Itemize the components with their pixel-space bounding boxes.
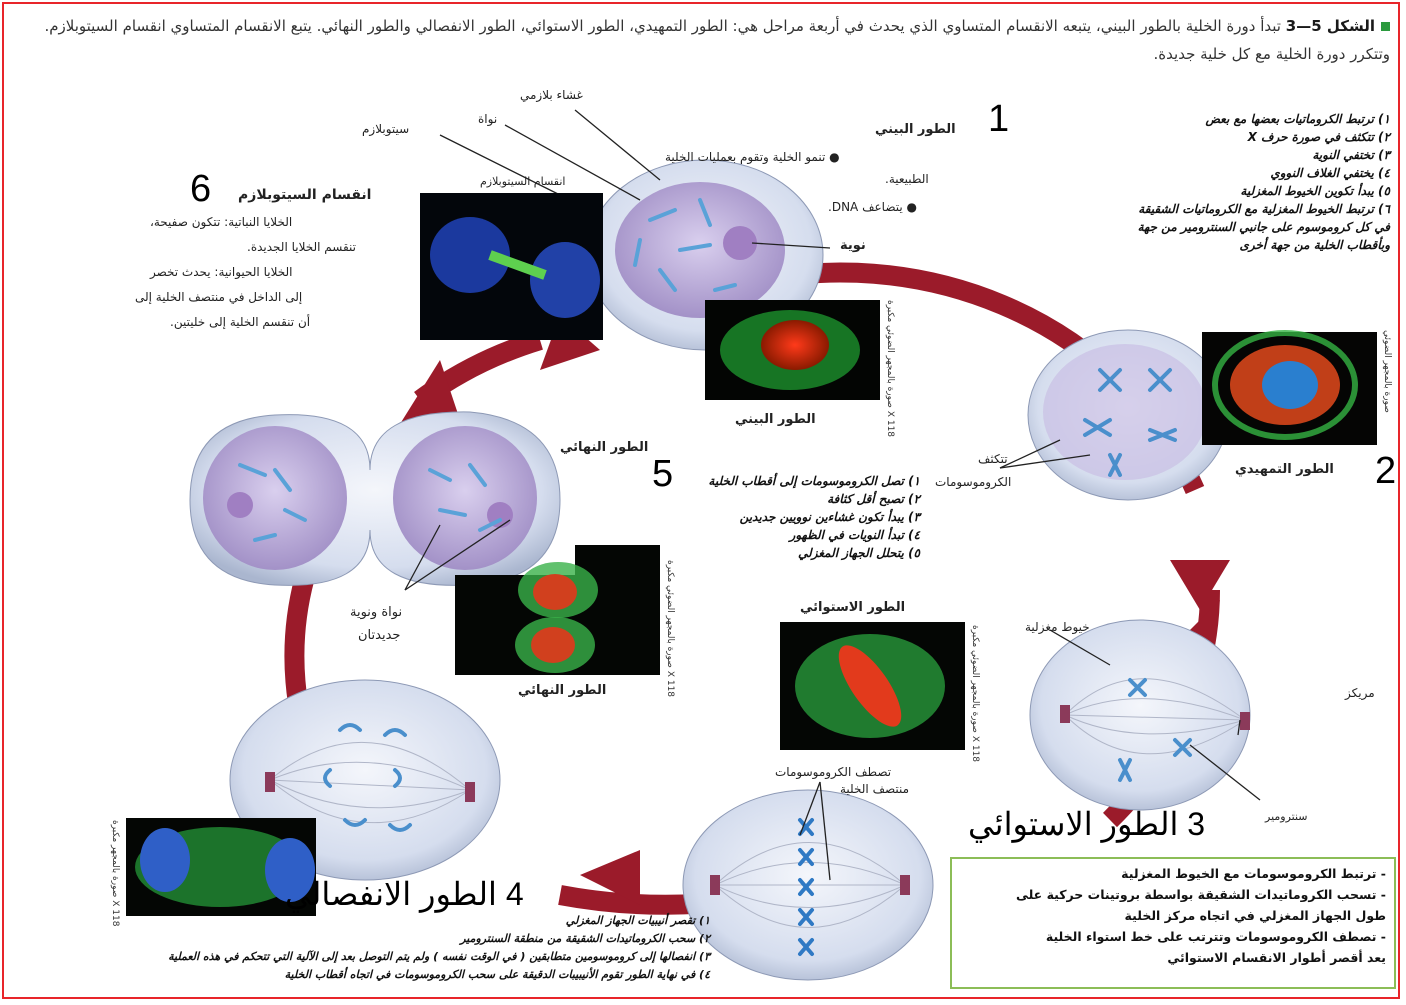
prophase-photo-art [1202,332,1377,445]
telophase-photo-label: الطور النهائي [518,683,606,698]
metaphase-cell-right [1030,620,1250,810]
cytokinesis-photo-art [420,193,603,340]
cytoplasm-label: سيتوبلازم [362,122,409,136]
new-nuclei-label-2: جديدتان [358,628,400,643]
stage-number-1: 1 [988,98,1009,141]
stage-number-6: 6 [190,168,211,211]
interphase-bullet-1: ● تنمو الخلية وتقوم بعمليات الخلية [665,150,840,164]
anaphase-big-label: 4 الطور الانفصالي [285,875,524,913]
telophase-photo-credit: صورة بالمجهر الضوئي مكبرة X 118 [665,560,675,670]
nucleolus-label: نوية [840,238,866,253]
anaphase-note: ٢) سحب الكروماتيدات الشقيقة من منطقة الس… [20,930,710,948]
metaphase-info-box: - ترتبط الكروموسومات مع الخيوط المغزلية … [950,857,1396,989]
interphase-photo-label: الطور البيني [735,412,816,427]
metaphase-cell-bottom [683,790,933,980]
anaphase-photo-credit: صورة بالمجهر مكبرة X 118 [110,820,120,915]
telophase-note: ٤) تبدأ النويات في الظهور [680,526,920,544]
prophase-note: وبأقطاب الخلية من جهة أخرى [1060,236,1390,254]
prophase-note: ٦) ترتبط الخيوط المغزلية مع الكروماتيات … [1060,200,1390,218]
metaphase-big-label: 3 الطور الاستوائي [968,805,1205,843]
metaphase-box-line: - تسحب الكروماتيدات الشقيقة بواسطة بروتي… [960,884,1386,905]
stage-number-5: 5 [652,453,673,496]
telophase-note: ٣) يبدأ تكون غشاءين نوويين جديدين [680,508,920,526]
telophase-note: ٥) يتحلل الجهاز المغزلي [680,544,920,562]
telophase-title: الطور النهائي [560,440,648,455]
telophase-notes: ١) تصل الكروموسومات إلى أقطاب الخلية ٢) … [680,472,920,562]
metaphase-title: الطور الاستوائي [800,600,905,615]
telophase-cell [190,412,560,585]
prophase-note: ٣) تختفي النوية [1060,146,1390,164]
interphase-bullet-2: ● يتضاعف DNA. [828,200,917,214]
stage-number-2: 2 [1375,450,1396,493]
interphase-bullet-1b: الطبيعية. [885,172,929,186]
centromere-label: سنترومير [1265,810,1308,823]
cytokinesis-line-3: الخلايا الحيوانية: يحدث تخصر [150,265,292,279]
nucleus-label: نواة [478,112,497,126]
prophase-note: في كل كروموسوم على جانبي السنترومير من ج… [1060,218,1390,236]
telophase-note: ١) تصل الكروموسومات إلى أقطاب الخلية [680,472,920,490]
cytokinesis-photo-label: انقسام السيتوبلازم [480,175,565,188]
spindle-fibers-label: خيوط مغزلية [1025,620,1090,634]
metaphase-box-line: - ترتبط الكروموسومات مع الخيوط المغزلية [960,863,1386,884]
cytokinesis-line-2: تنقسم الخلايا الجديدة. [247,240,356,254]
prophase-photo-credit: صورة بالمجهر الضوئي [1382,330,1392,440]
metaphase-photo-credit: صورة بالمجهر الضوئي مكبرة X 118 [970,625,980,745]
prophase-cell [1028,330,1228,500]
metaphase-box-line: - تصطف الكروموسومات وتترتب على خط استواء… [960,926,1386,947]
align-label-1: تصطف الكروموسومات [775,765,891,779]
plasma-membrane-label: غشاء بلازمي [520,88,583,102]
prophase-title: الطور التمهيدي [1235,462,1334,477]
prophase-note: ٢) تتكثف في صورة حرف X [1060,128,1390,146]
interphase-photo-art [705,300,880,400]
cytokinesis-line-5: أن تنقسم الخلية إلى خليتين. [170,315,310,329]
interphase-photo-credit: صورة بالمجهر الضوئي مكبرة X 118 [885,300,895,400]
condense-label-2: الكروموسومات [935,475,1011,489]
telophase-note: ٢) تصبح أقل كثافة [680,490,920,508]
metaphase-photo-art [780,622,965,750]
prophase-note: ٤) يختفي الغلاف النووي [1060,164,1390,182]
metaphase-box-line: يعد أقصر أطوار الانقسام الاستوائي [960,947,1386,968]
new-nuclei-label-1: نواة ونوية [350,605,402,620]
anaphase-note: ٣) انفصالها إلى كروموسومين متطابقين ( في… [20,948,710,966]
prophase-note: ١) ترتبط الكروماتيات بعضها مع بعض [1060,110,1390,128]
metaphase-box-line: طول الجهاز المغزلي في اتجاه مركز الخلية [960,905,1386,926]
align-label-2: منتصف الخلية [840,782,909,796]
anaphase-note: ٤) في نهاية الطور تقوم الأنيبيبات الدقيق… [20,966,710,984]
cytokinesis-title: انقسام السيتوبلازم [238,187,372,203]
condense-label-1: تتكثف [978,452,1008,466]
arrow-head-prophase-icon [1170,560,1230,610]
interphase-title: الطور البيني [875,122,956,137]
anaphase-note: ١) تقصر أنيبيات الجهاز المغزلي [20,912,710,930]
cytokinesis-line-1: الخلايا النباتية: تتكون صفيحة، [150,215,292,229]
anaphase-notes: ١) تقصر أنيبيات الجهاز المغزلي ٢) سحب ال… [20,912,710,984]
prophase-note: ٥) يبدأ تكوين الخيوط المغزلية [1060,182,1390,200]
prophase-notes: ١) ترتبط الكروماتيات بعضها مع بعض ٢) تتك… [1060,110,1390,254]
centrosome-label: مريكز [1345,686,1375,700]
cytokinesis-line-4: إلى الداخل في منتصف الخلية إلى [135,290,302,304]
